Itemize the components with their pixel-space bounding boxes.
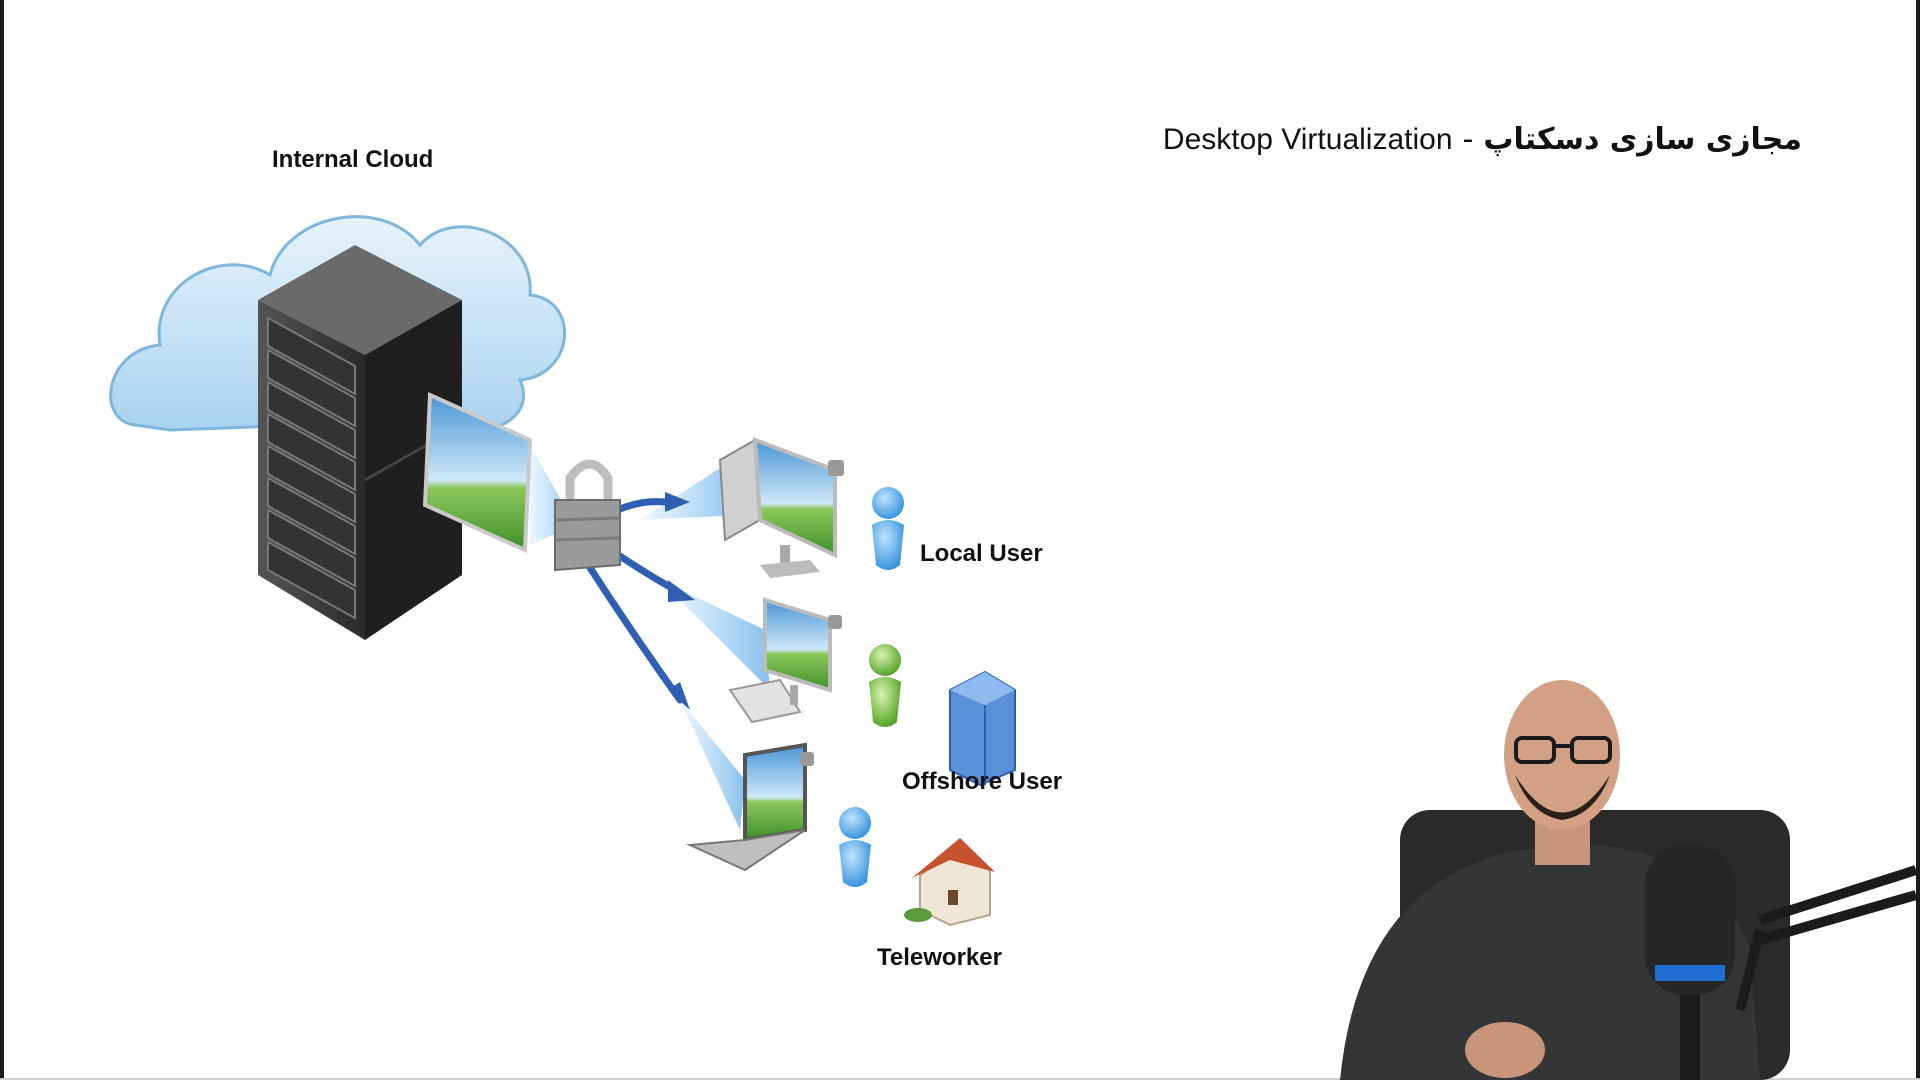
slide-title-en: Desktop Virtualization <box>1162 123 1453 156</box>
person-icon-offshore <box>869 644 901 727</box>
frame-right-edge <box>1916 0 1920 1080</box>
internal-cloud-label: Internal Cloud <box>272 146 434 173</box>
teleworker-label: Teleworker <box>877 944 1002 971</box>
house-icon <box>904 838 995 927</box>
beam-teleworker <box>680 700 745 830</box>
frame-left-edge <box>0 0 4 1080</box>
arrow-teleworker <box>581 556 684 704</box>
slide-title: Desktop Virtualization-مجازی سازی دسکتاپ <box>1150 122 1802 157</box>
desktop-monitor-icon <box>718 437 844 578</box>
presenter-head <box>1504 680 1620 830</box>
desktop-virtualization-diagram <box>109 215 1016 927</box>
local-user-label: Local User <box>920 540 1043 567</box>
slide-title-separator: - <box>1462 122 1474 157</box>
person-icon-teleworker <box>839 807 871 887</box>
microphone-icon <box>1645 845 1735 1080</box>
virtual-desktop-screen <box>422 391 533 554</box>
monitor-keyboard-icon <box>728 597 842 724</box>
padlock-icon <box>554 459 621 572</box>
beam-offshore <box>660 580 770 690</box>
offshore-user-label: Offshore User <box>902 768 1063 795</box>
office-building-icon <box>949 670 1016 787</box>
frame-bottom-edge <box>0 1078 1920 1080</box>
glasses-icon <box>1514 736 1612 764</box>
laptop-icon <box>686 742 814 872</box>
server-rack-icon <box>258 245 463 640</box>
arrow-local <box>614 498 669 514</box>
slide-title-fa: مجازی سازی دسکتاپ <box>1483 122 1802 157</box>
person-icon-local <box>872 487 904 570</box>
boom-arm-icon <box>1735 865 1916 1012</box>
presenter-video-overlay <box>1340 680 1916 1080</box>
